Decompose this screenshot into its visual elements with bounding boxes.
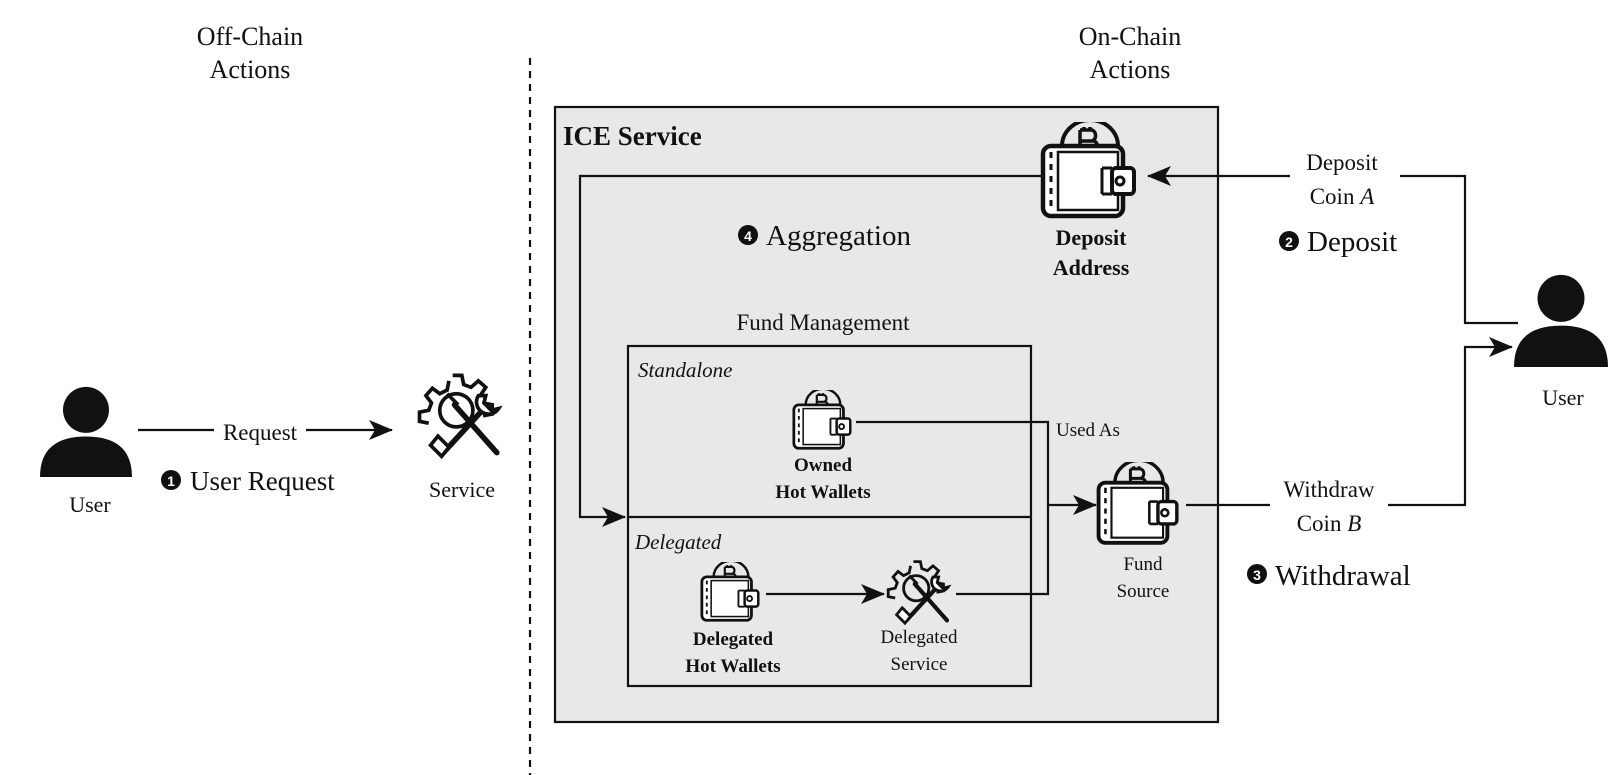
- onchain-title-line2: Actions: [1090, 55, 1171, 84]
- deposit-address-line2: Address: [1053, 255, 1130, 280]
- withdraw-edge-line2: Coin B: [1297, 511, 1362, 536]
- step-1-number: 1: [167, 473, 175, 489]
- aggregation-step: 4 Aggregation: [738, 220, 911, 252]
- fund-source-line1: Fund: [1123, 554, 1163, 575]
- step-4-number: 4: [744, 228, 752, 244]
- user-request-label: User Request: [190, 466, 335, 496]
- delegated-service-to-fund-line: [956, 505, 1050, 596]
- owned-wallets-line1: Owned: [794, 455, 853, 476]
- deposit-step: 2 Deposit: [1279, 226, 1397, 258]
- right-user-label: User: [1542, 385, 1584, 410]
- deposit-step-label: Deposit: [1307, 226, 1397, 258]
- step-3-number: 3: [1253, 567, 1261, 583]
- onchain-title-line1: On-Chain: [1079, 22, 1182, 51]
- delegated-label: Delegated: [634, 530, 722, 554]
- offchain-title-line1: Off-Chain: [197, 22, 303, 51]
- deposit-edge-line1: Deposit: [1306, 150, 1378, 175]
- step-4-badge: [738, 225, 758, 245]
- step-1-badge: [161, 470, 181, 490]
- owned-wallets-line2: Hot Wallets: [775, 482, 870, 503]
- used-as-line: [856, 420, 1097, 515]
- withdrawal-step: 3 Withdrawal: [1247, 560, 1411, 592]
- offchain-title-line2: Actions: [210, 55, 291, 84]
- aggregation-arrow: [578, 174, 1042, 527]
- delegated-service-line1: Delegated: [880, 627, 958, 648]
- withdraw-edge-line1: Withdraw: [1283, 477, 1374, 502]
- service-icon: [420, 375, 499, 456]
- fund-source-line2: Source: [1117, 581, 1170, 602]
- request-label: Request: [223, 420, 298, 445]
- step-3-badge: [1247, 564, 1267, 584]
- deposit-address-line1: Deposit: [1056, 225, 1128, 250]
- ice-service-title: ICE Service: [563, 121, 702, 151]
- fund-management-title: Fund Management: [736, 310, 910, 335]
- delegated-service-line2: Service: [891, 654, 948, 675]
- deposit-edge-line2: Coin A: [1310, 184, 1375, 209]
- left-user-icon: [40, 386, 132, 477]
- standalone-label: Standalone: [638, 358, 733, 382]
- step-2-number: 2: [1285, 234, 1293, 250]
- right-user-icon: [1514, 274, 1608, 367]
- delegated-wallets-line1: Delegated: [693, 629, 774, 650]
- used-as-label: Used As: [1056, 420, 1120, 441]
- aggregation-label: Aggregation: [766, 220, 911, 252]
- service-label: Service: [429, 477, 495, 502]
- withdrawal-step-label: Withdrawal: [1275, 560, 1411, 592]
- left-user-label: User: [69, 492, 111, 517]
- delegated-wallets-line2: Hot Wallets: [685, 656, 780, 677]
- user-request-step: 1 User Request: [161, 466, 335, 496]
- step-2-badge: [1279, 231, 1299, 251]
